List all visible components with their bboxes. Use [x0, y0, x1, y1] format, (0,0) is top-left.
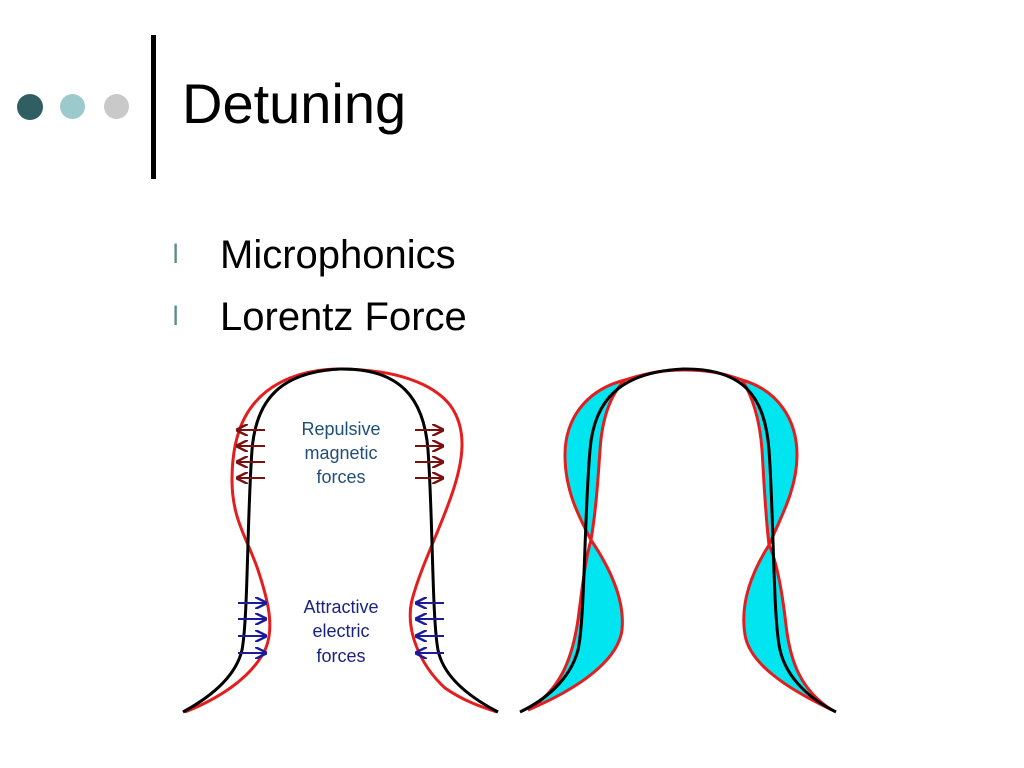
bullet-marker: l — [172, 302, 180, 332]
bullet-marker: l — [172, 240, 180, 270]
right-lower-deformation-region — [742, 541, 833, 712]
repulsive-label-line: Repulsive — [301, 419, 380, 439]
decor-dot-gray — [104, 94, 129, 119]
left-lower-deformation-region — [527, 536, 624, 712]
right-original-outline — [519, 367, 837, 714]
attractive-label-line: forces — [316, 646, 365, 666]
left-cavity-figure: Repulsive magnetic forces Attractive ele… — [182, 367, 499, 714]
attractive-label-line: electric — [312, 621, 369, 641]
bullet-text-lorentz-force: Lorentz Force — [220, 294, 467, 339]
right-cavity-figure — [519, 367, 837, 714]
bullet-item: l Microphonics — [172, 224, 467, 286]
bullet-list: l Microphonics l Lorentz Force — [172, 224, 467, 348]
bullet-item: l Lorentz Force — [172, 286, 467, 348]
bullet-text-microphonics: Microphonics — [220, 232, 456, 277]
decor-dot-dark — [17, 94, 43, 120]
attractive-label-line: Attractive — [303, 597, 378, 617]
slide-title: Detuning — [182, 72, 407, 135]
title-divider — [151, 35, 156, 179]
left-upper-deformation-region — [563, 377, 630, 545]
repulsive-label-line: magnetic — [304, 443, 377, 463]
decor-dot-teal — [60, 94, 85, 119]
repulsive-label-line: forces — [316, 467, 365, 487]
